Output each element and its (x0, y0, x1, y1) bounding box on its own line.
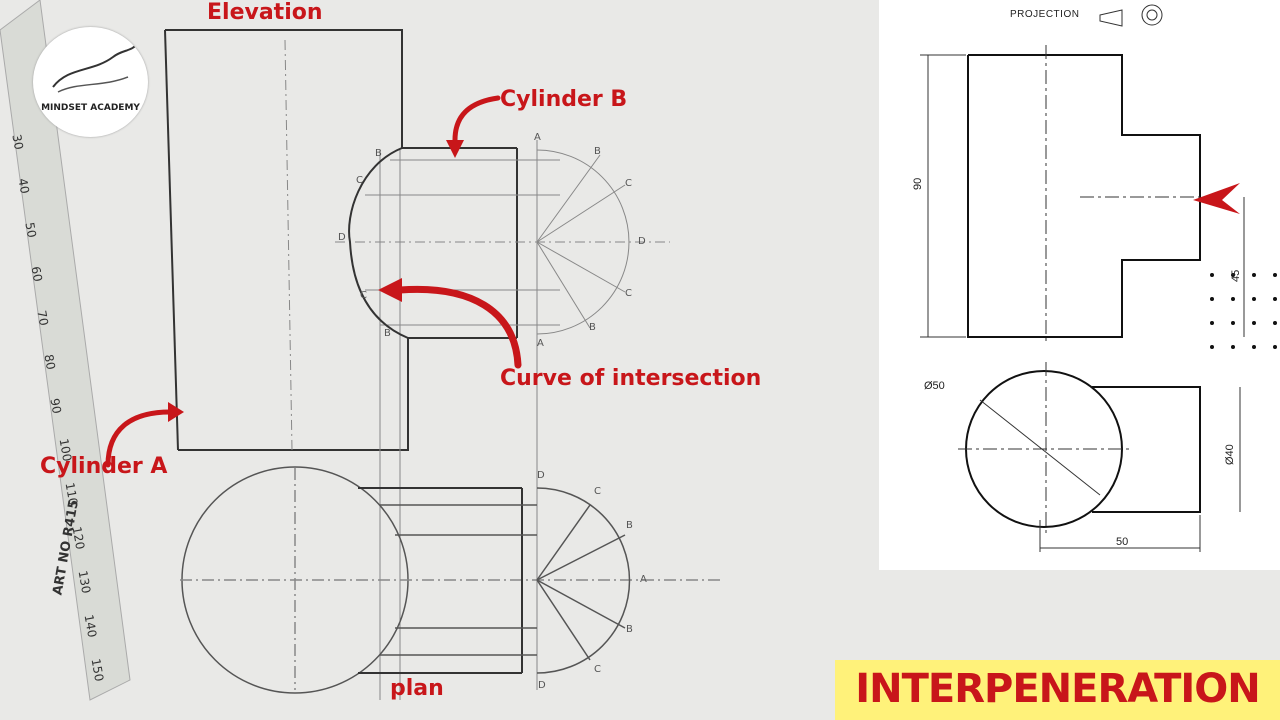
logo-sketch (52, 41, 139, 93)
point-label: B (594, 146, 601, 157)
arrow-heads (168, 140, 464, 422)
point-label: D (537, 470, 545, 481)
dimension-90: 90 (912, 177, 924, 190)
decor-dot (1210, 321, 1214, 325)
decor-dot (1273, 321, 1277, 325)
decor-dot (1273, 273, 1277, 277)
construction-lines (284, 39, 670, 700)
decor-dot (1231, 297, 1235, 301)
cylinder-b-label: Cylinder B (500, 87, 628, 112)
banner-title: INTERPENERATION (855, 666, 1261, 712)
point-label: D (638, 236, 646, 247)
point-label: A (534, 132, 541, 143)
point-label: C (594, 486, 601, 497)
ruler-mark: 80 (40, 353, 58, 371)
ruler (0, 0, 131, 701)
point-label: C (360, 290, 367, 301)
arrow-cylinder-a (105, 409, 173, 468)
elevation-label: Elevation (207, 0, 323, 25)
reference-drawing (879, 0, 1280, 570)
point-label: A (537, 338, 544, 349)
decor-dot (1273, 345, 1277, 349)
point-label: B (626, 624, 633, 635)
point-label: D (338, 232, 346, 243)
decor-dot (1252, 321, 1256, 325)
decor-dot (1231, 321, 1235, 325)
title-banner: INTERPENERATION (835, 660, 1280, 720)
point-label: C (625, 288, 632, 299)
point-label: D (538, 680, 546, 691)
ruler-mark: 50 (22, 221, 39, 239)
curve-of-intersection (348, 147, 409, 339)
decor-dot (1231, 345, 1235, 349)
point-label: B (626, 520, 633, 531)
projection-label: PROJECTION (1010, 9, 1080, 20)
point-label: B (589, 322, 596, 333)
dimension-dia40: Ø40 (1224, 444, 1236, 465)
cylinder-a-label: Cylinder A (40, 454, 168, 479)
decor-dot (1252, 345, 1256, 349)
decor-dot (1252, 297, 1256, 301)
decor-dot (1210, 345, 1214, 349)
point-label: A (640, 574, 647, 585)
point-label: C (356, 175, 363, 186)
decor-dot (1273, 297, 1277, 301)
point-label: B (384, 328, 391, 339)
decor-dot (1210, 297, 1214, 301)
ruler-mark: 70 (34, 309, 52, 327)
ruler-mark: 40 (15, 177, 33, 195)
plan-label: plan (390, 676, 444, 701)
decor-dot (1252, 273, 1256, 277)
plan-view (180, 466, 720, 694)
point-label: C (594, 664, 601, 675)
mindset-academy-logo: MINDSET ACADEMY (33, 27, 148, 137)
decor-dot (1210, 273, 1214, 277)
ruler-mark: 30 (9, 133, 26, 151)
decor-dot (1231, 273, 1235, 277)
dimension-45: 45 (1230, 269, 1242, 282)
dimension-dia50: Ø50 (924, 380, 945, 392)
ruler-mark: 90 (47, 397, 64, 415)
point-label: B (375, 148, 382, 159)
ruler-mark: 60 (28, 265, 45, 283)
arrow-cylinder-b (452, 95, 501, 143)
point-label: C (625, 178, 632, 189)
curve-of-intersection-label: Curve of intersection (500, 366, 762, 391)
logo-text: MINDSET ACADEMY (41, 103, 140, 113)
annotation-arrows (105, 95, 522, 468)
dimension-50: 50 (1116, 536, 1129, 548)
elevation-view (164, 29, 518, 451)
arrow-curve (396, 285, 522, 369)
